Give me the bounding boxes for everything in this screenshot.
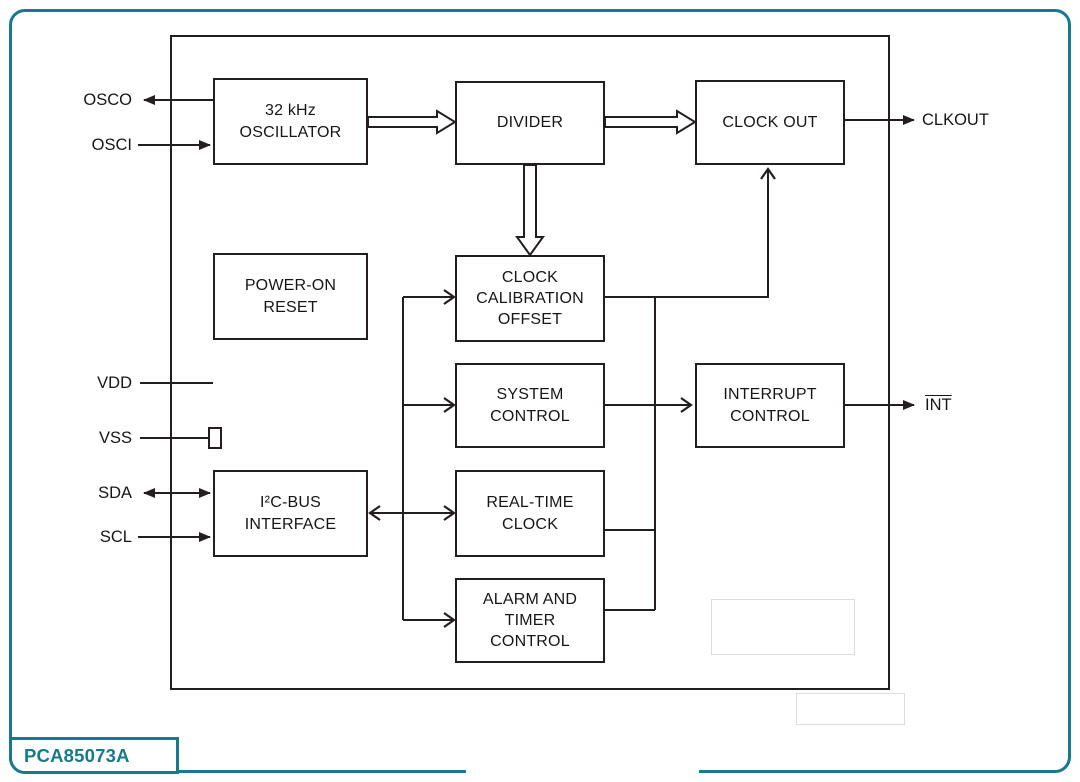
block-clock-calibration-offset-label: CLOCK CALIBRATION OFFSET: [476, 268, 584, 329]
block-clock-out: CLOCK OUT: [695, 80, 845, 165]
pin-label-vss: VSS: [98, 429, 132, 447]
block-interrupt-control: INTERRUPT CONTROL: [695, 363, 845, 448]
watermark-patch-2: [796, 693, 905, 725]
block-clock-calibration-offset: CLOCK CALIBRATION OFFSET: [455, 255, 605, 342]
block-power-on-reset-label: POWER-ON RESET: [244, 277, 337, 316]
wire-calibration-to-clockout: [605, 167, 776, 298]
block-divider: DIVIDER: [455, 81, 605, 165]
watermark-patch-1: [711, 599, 855, 655]
arrow-oscillator-to-divider: [367, 109, 457, 135]
vss-pad: [208, 427, 222, 449]
block-i2c-interface-label: I²C-BUS INTERFACE: [244, 494, 337, 533]
block-interrupt-control-label: INTERRUPT CONTROL: [723, 386, 817, 425]
block-system-control-label: SYSTEM CONTROL: [490, 386, 570, 425]
block-alarm-timer-control-label: ALARM AND TIMER CONTROL: [482, 590, 578, 651]
page-title: PCA85073A: [24, 744, 130, 766]
block-oscillator-label: 32 kHz OSCILLATOR: [239, 102, 342, 141]
block-divider-label: DIVIDER: [496, 114, 564, 132]
pin-label-scl: SCL: [99, 528, 132, 546]
pin-label-osco: OSCO: [83, 91, 132, 109]
block-i2c-interface: I²C-BUS INTERFACE: [213, 470, 368, 557]
title-box: PCA85073A: [9, 737, 179, 774]
pin-label-int: INT: [925, 396, 952, 414]
block-power-on-reset: POWER-ON RESET: [213, 253, 368, 340]
arrow-divider-to-calibration: [515, 164, 545, 257]
watermark-patch-3: [466, 761, 699, 782]
block-real-time-clock-label: REAL-TIME CLOCK: [486, 494, 574, 533]
pin-label-vdd: VDD: [97, 374, 132, 392]
block-system-control: SYSTEM CONTROL: [455, 363, 605, 448]
pin-label-sda: SDA: [98, 484, 132, 502]
arrow-divider-to-clockout: [604, 109, 697, 135]
block-real-time-clock: REAL-TIME CLOCK: [455, 470, 605, 557]
block-oscillator: 32 kHz OSCILLATOR: [213, 78, 368, 165]
block-alarm-timer-control: ALARM AND TIMER CONTROL: [455, 578, 605, 663]
pin-label-clkout: CLKOUT: [922, 111, 989, 129]
block-clock-out-label: CLOCK OUT: [722, 113, 818, 131]
pin-label-osci: OSCI: [91, 136, 132, 154]
